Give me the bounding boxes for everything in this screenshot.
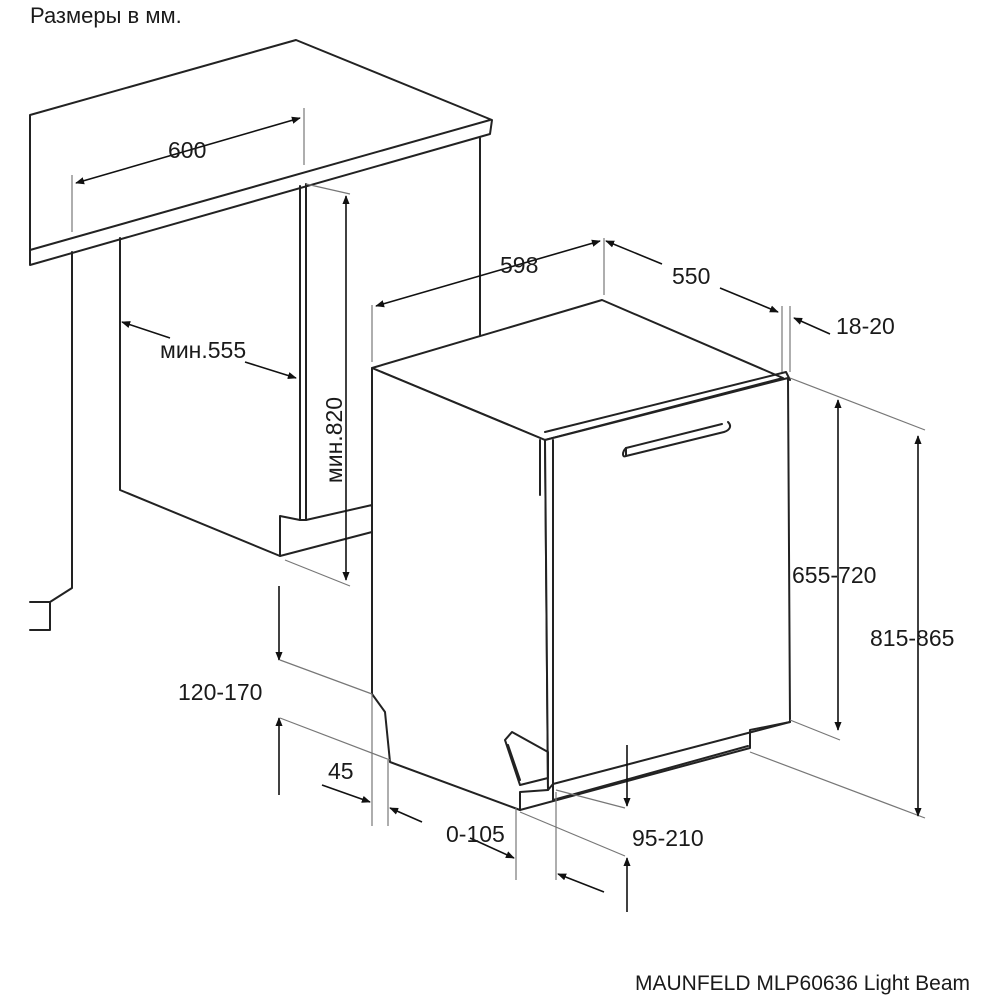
label-appliance-depth: 550: [672, 263, 710, 289]
dim-line-18-20: [793, 317, 831, 335]
dimension-lines: [75, 116, 922, 912]
label-plinth-setback: 45: [328, 758, 354, 784]
dim-line-0-105-b: [557, 873, 605, 893]
dim-line-555-a: [121, 321, 171, 339]
dishwasher-door: [544, 377, 791, 791]
label-door-bottom-gap: 95-210: [632, 825, 704, 851]
dim-line-598: [375, 239, 601, 308]
dim-line-0-105-a: [469, 837, 515, 859]
dim-line-45-b: [389, 807, 423, 823]
dishwasher-base: [519, 721, 791, 811]
dim-line-550-a: [605, 240, 663, 265]
door-handle: [625, 421, 732, 457]
label-niche-depth: мин.555: [160, 337, 246, 363]
dim-line-45-a: [321, 784, 371, 803]
dim-line-555-b: [244, 361, 297, 380]
label-door-panel-height: 655-720: [792, 562, 876, 588]
label-niche-height: мин.820: [321, 397, 347, 483]
niche-back-wall: [119, 237, 281, 557]
foot-bracket: [504, 731, 549, 786]
label-niche-width: 600: [168, 137, 206, 163]
dimension-labels: Размеры в мм. 600 мин.555 мин.820 598 55…: [30, 3, 970, 995]
label-plinth-height: 120-170: [178, 679, 262, 705]
dim-line-550-b: [719, 287, 779, 313]
dishwasher: [371, 299, 791, 811]
left-cabinet-side: [29, 251, 73, 603]
label-appliance-width: 598: [500, 252, 538, 278]
dim-line-600: [75, 116, 301, 185]
dishwasher-side: [371, 367, 549, 811]
label-appliance-height: 815-865: [870, 625, 954, 651]
label-door-thickness: 18-20: [836, 313, 895, 339]
label-foot-adjust: 0-105: [446, 821, 505, 847]
extension-lines: [71, 108, 926, 880]
model-caption: MAUNFELD MLP60636 Light Beam: [635, 972, 970, 995]
units-note: Размеры в мм.: [30, 3, 182, 28]
